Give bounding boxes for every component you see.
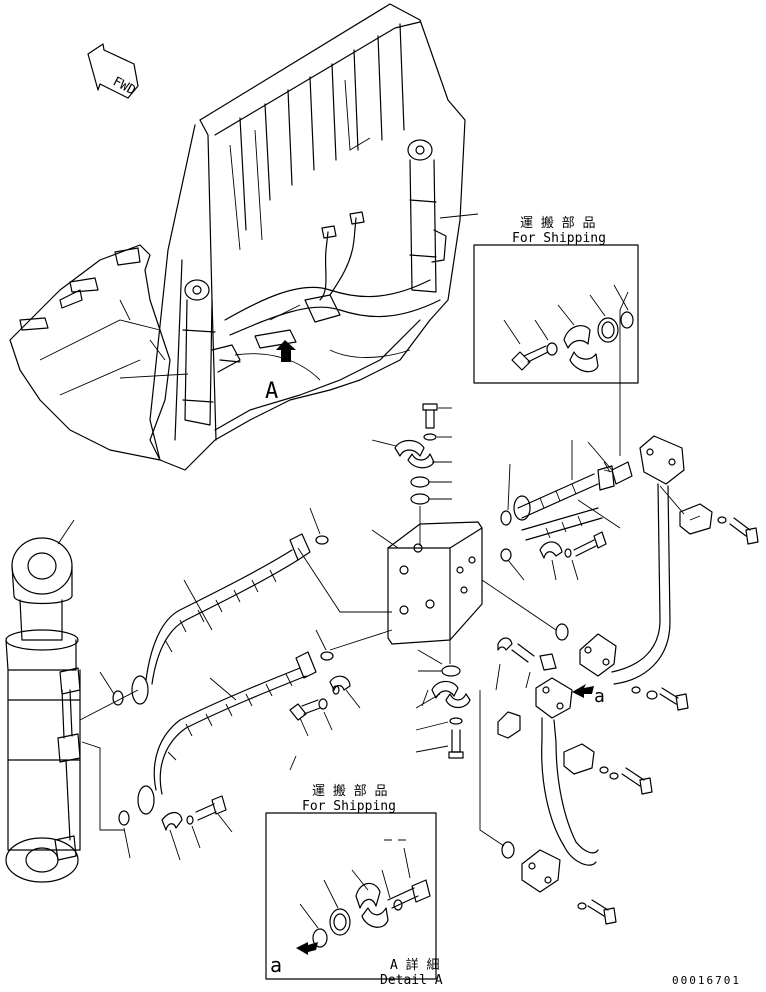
arrow-a-right-label: a: [594, 686, 605, 707]
hose-upper: [131, 533, 392, 705]
shipping-box-top: 運 搬 部 品 For Shipping: [473, 216, 639, 384]
fwd-label: FWD: [110, 74, 138, 98]
drawing-number: 00016701: [672, 974, 741, 987]
shipping-bottom-jp: 運 搬 部 品: [312, 784, 387, 799]
shipping-top-en: For Shipping: [512, 231, 606, 246]
fwd-arrow: FWD: [87, 43, 139, 99]
right-tilt-cylinder: [407, 139, 447, 293]
frame-hoses: [254, 211, 365, 349]
shipping-box-bottom: 運 搬 部 品 For Shipping a A 詳 細 Detail A: [265, 784, 443, 988]
view-a-arrow: A: [265, 340, 296, 404]
arrow-a-detail-label: a: [270, 953, 282, 977]
bucket-frame: [9, 3, 466, 471]
boom-cylinder: [5, 519, 139, 883]
valve-block: [371, 403, 483, 759]
left-tilt-cylinder: [182, 279, 241, 426]
frame-leaders: [119, 213, 479, 379]
shipping-bottom-en: For Shipping: [302, 799, 396, 814]
view-a-label: A: [265, 379, 278, 404]
lower-right-tube: [479, 637, 653, 925]
detail-jp: A 詳 細: [390, 957, 439, 973]
misc-leaders: [289, 441, 685, 771]
center-fasteners: [161, 675, 361, 861]
shipping-top-jp: 運 搬 部 品: [520, 216, 595, 231]
detail-en: Detail A: [380, 973, 443, 987]
right-hoses: a: [481, 291, 759, 711]
hose-lower: [137, 651, 317, 815]
